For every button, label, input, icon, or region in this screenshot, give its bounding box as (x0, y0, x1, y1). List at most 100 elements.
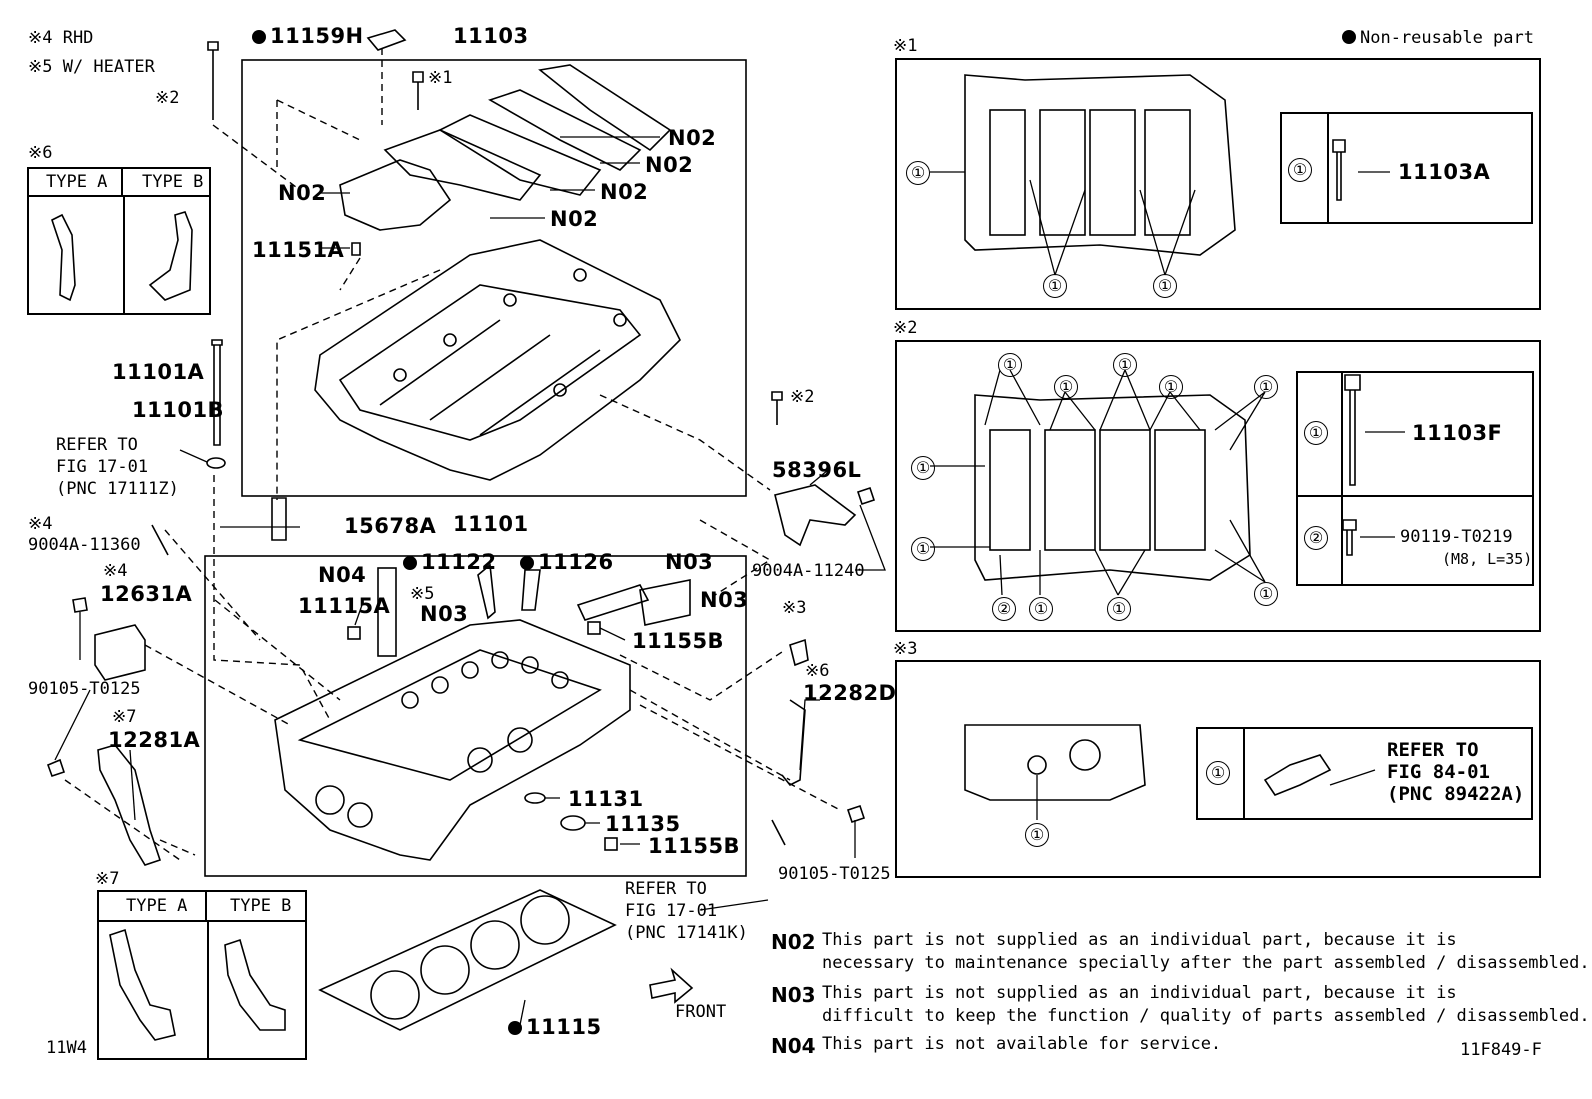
head-gasket-sketch (318, 889, 617, 1031)
part-12631A[interactable]: 12631A (100, 582, 193, 606)
panel6-title: ※6 (28, 143, 53, 163)
footnote-N04-code: N04 (771, 1034, 816, 1058)
front-arrow-icon (649, 967, 694, 1004)
footnote-N02-line2: necessary to maintenance specially after… (822, 953, 1590, 973)
part-N03-b[interactable]: N03 (700, 588, 749, 612)
part-11101[interactable]: 11101 (453, 512, 529, 536)
refer-17111Z-line1: REFER TO (56, 435, 138, 455)
part-90119-spec: (M8, L=35) (1442, 550, 1533, 568)
box2-part-table (1296, 371, 1534, 586)
leader-lines (54, 136, 1405, 1026)
box2-callout-top-3: ① (1113, 353, 1137, 377)
part-90105-T0125-a[interactable]: 90105-T0125 (28, 679, 141, 699)
part-15678A[interactable]: 15678A (344, 514, 437, 538)
type-b-hook-7-icon (224, 938, 286, 1031)
type-a-hook-icon (51, 213, 76, 302)
figure-code: 11F849-F (1460, 1040, 1542, 1060)
part-12282D[interactable]: 12282D (803, 681, 897, 705)
part-11155B-b[interactable]: 11155B (648, 834, 741, 858)
box2-head-view-sketch (974, 394, 1251, 581)
note-rhd: ※4 RHD (28, 28, 94, 48)
refer-17111Z-line2[interactable]: FIG 17-01 (56, 457, 149, 477)
box2-table-callout-1: ① (1304, 421, 1328, 445)
cylinder-head-sketch (274, 619, 631, 861)
box1-callout-a: ① (906, 161, 930, 185)
panel7-type-a: TYPE A (126, 896, 188, 916)
note-ref-x4-a: ※4 (28, 514, 53, 534)
part-N04[interactable]: N04 (318, 563, 367, 587)
box1-head-view-sketch (964, 74, 1236, 256)
part-11122[interactable]: 11122 (403, 552, 497, 573)
panel6-type-a: TYPE A (46, 172, 108, 192)
box1-title: ※1 (893, 36, 918, 56)
part-11115[interactable]: 11115 (508, 1017, 602, 1038)
box3-refer-line1: REFER TO (1387, 739, 1479, 761)
panel7-title: ※7 (95, 869, 120, 889)
footnote-N02-line1: This part is not supplied as an individu… (822, 930, 1457, 950)
footnote-N04-line1: This part is not available for service. (822, 1034, 1222, 1054)
part-N02-b[interactable]: N02 (645, 153, 694, 177)
part-11103A[interactable]: 11103A (1398, 160, 1491, 184)
part-11126[interactable]: 11126 (520, 552, 614, 573)
box2-callout-top-4: ① (1159, 375, 1183, 399)
part-11101B[interactable]: 11101B (132, 398, 225, 422)
box2-frame (895, 340, 1541, 632)
part-N02-d[interactable]: N02 (278, 181, 327, 205)
part-11115A[interactable]: 11115A (298, 594, 391, 618)
box3-refer-line2[interactable]: FIG 84-01 (1387, 761, 1490, 783)
front-label: FRONT (675, 1002, 727, 1022)
box2-callout-bottom-3: ① (1107, 597, 1131, 621)
part-N02-e[interactable]: N02 (550, 207, 599, 231)
part-11159H[interactable]: 11159H (252, 26, 364, 47)
note-ref-x2-b: ※2 (790, 387, 815, 407)
box3-part-table (1196, 727, 1533, 820)
box1-callout-c: ① (1153, 274, 1177, 298)
bearing-caps-sketch (339, 64, 672, 231)
part-11103[interactable]: 11103 (453, 24, 529, 48)
part-12281A[interactable]: 12281A (108, 728, 201, 752)
part-11155B-a[interactable]: 11155B (632, 629, 725, 653)
part-90105-T0125-b[interactable]: 90105-T0125 (778, 864, 891, 884)
part-11131[interactable]: 11131 (568, 787, 644, 811)
part-N03-c[interactable]: N03 (420, 602, 469, 626)
hook-12282D-sketch (781, 699, 806, 787)
part-11101A[interactable]: 11101A (112, 360, 205, 384)
note-ref-x7: ※7 (112, 707, 137, 727)
footnote-N03-line2: difficult to keep the function / quality… (822, 1006, 1590, 1026)
part-11135[interactable]: 11135 (605, 812, 681, 836)
part-N03-a[interactable]: N03 (665, 550, 714, 574)
part-N02-c[interactable]: N02 (600, 180, 649, 204)
gasket-11159H-sketch (366, 29, 407, 51)
bolt-90119-icon (1342, 519, 1357, 556)
part-11103F[interactable]: 11103F (1412, 421, 1503, 445)
box3-frame (895, 660, 1541, 878)
part-9004A-11360[interactable]: 9004A-11360 (28, 535, 141, 555)
part-N02-a[interactable]: N02 (668, 126, 717, 150)
box2-callout-bottom-2: ② (992, 597, 1016, 621)
part-90119-T0219[interactable]: 90119-T0219 (1400, 527, 1513, 547)
note-ref-x4-b: ※4 (103, 561, 128, 581)
hook-12281A-sketch (97, 744, 162, 866)
bracket-12631A-sketch (94, 624, 146, 681)
refer-17141K-line2[interactable]: FIG 17-01 (625, 901, 718, 921)
box1-callout-b: ① (1043, 274, 1067, 298)
part-11151A[interactable]: 11151A (252, 238, 345, 262)
box1-frame (895, 58, 1541, 310)
bracket-58396L-sketch (774, 484, 857, 547)
box2-table-callout-2: ② (1304, 526, 1328, 550)
box1-part-table (1280, 112, 1533, 224)
part-58396L[interactable]: 58396L (772, 458, 862, 482)
refer-17111Z-line3: (PNC 17111Z) (56, 479, 179, 499)
part-9004A-11240[interactable]: 9004A-11240 (752, 561, 865, 581)
camshaft-housing-sketch (314, 239, 681, 481)
note-ref-x6: ※6 (805, 661, 830, 681)
refer-17141K-line1: REFER TO (625, 879, 707, 899)
box2-callout-top-5: ① (1254, 375, 1278, 399)
dashed-guide-lines (64, 48, 841, 861)
legend-nonreusable: Non-reusable part (1342, 30, 1534, 47)
footnote-N03-code: N03 (771, 983, 816, 1007)
box2-callout-left-1: ① (911, 456, 935, 480)
box3-refer-line3: (PNC 89422A) (1387, 783, 1525, 805)
type-a-hook-7-icon (109, 928, 176, 1041)
